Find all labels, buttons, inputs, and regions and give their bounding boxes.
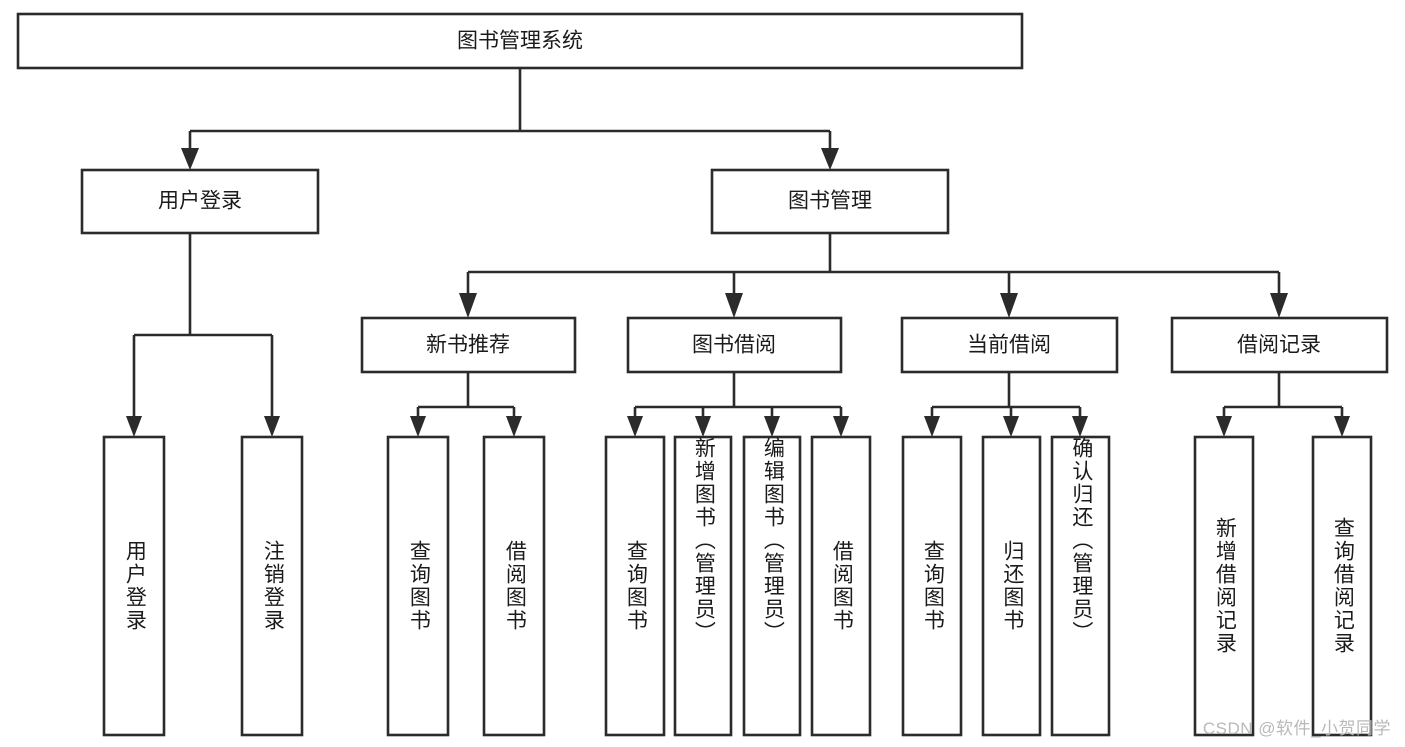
node-leaf-user-login[interactable] bbox=[102, 435, 166, 737]
node-leaf-borrowrecord-query-record[interactable] bbox=[1311, 435, 1373, 737]
node-leaf-bookborrow-borrow-book[interactable] bbox=[810, 435, 872, 737]
arrowhead-currentborrow-leaf2 bbox=[1003, 416, 1019, 437]
arrowhead-newbook bbox=[459, 293, 477, 318]
node-new-book-recommend[interactable] bbox=[360, 316, 577, 374]
node-book-management-label: 图书管理 bbox=[788, 190, 872, 213]
arrowhead-userlogin bbox=[181, 148, 199, 170]
node-leaf-currentborrow-query-book[interactable] bbox=[901, 435, 963, 737]
node-root-label: 图书管理系统 bbox=[457, 30, 583, 53]
node-root[interactable] bbox=[16, 12, 1024, 70]
arrowhead-bookborrow-leaf1 bbox=[627, 416, 643, 437]
arrowhead-leaf-user-login bbox=[126, 416, 142, 437]
arrowhead-bookborrow bbox=[725, 293, 743, 318]
node-current-borrow-label: 当前借阅 bbox=[967, 334, 1051, 357]
node-leaf-newbook-borrow-book[interactable] bbox=[482, 435, 546, 737]
node-book-management[interactable] bbox=[710, 168, 950, 235]
node-borrow-record-label: 借阅记录 bbox=[1237, 334, 1321, 357]
arrowhead-bookmgmt bbox=[821, 148, 839, 170]
node-leaf-logout[interactable] bbox=[240, 435, 304, 737]
arrowhead-bookborrow-leaf3 bbox=[764, 416, 780, 437]
arrowhead-currentborrow-leaf1 bbox=[924, 416, 940, 437]
node-leaf-currentborrow-confirm-return[interactable] bbox=[1050, 435, 1111, 737]
node-book-borrow-label: 图书借阅 bbox=[692, 334, 776, 357]
arrowhead-bookborrow-leaf2 bbox=[695, 416, 711, 437]
node-new-book-recommend-label: 新书推荐 bbox=[426, 334, 510, 357]
arrowhead-currentborrow-leaf3 bbox=[1072, 416, 1088, 437]
csdn-watermark: CSDN @软件_小贺同学 bbox=[1202, 719, 1391, 738]
arrowhead-bookborrow-leaf4 bbox=[833, 416, 849, 437]
node-leaf-currentborrow-return-book[interactable] bbox=[981, 435, 1042, 737]
node-leaf-bookborrow-edit-book[interactable] bbox=[742, 435, 802, 737]
arrowhead-currentborrow bbox=[1000, 293, 1018, 318]
arrowhead-borrowrecord-leaf2 bbox=[1334, 416, 1350, 437]
node-leaf-newbook-query-book[interactable] bbox=[386, 435, 450, 737]
node-user-login[interactable] bbox=[80, 168, 320, 235]
node-borrow-record[interactable] bbox=[1170, 316, 1389, 374]
connector-group bbox=[126, 68, 1350, 437]
node-leaf-bookborrow-query-book[interactable] bbox=[604, 435, 666, 737]
arrowhead-borrowrecord-leaf1 bbox=[1216, 416, 1232, 437]
arrowhead-leaf-logout bbox=[264, 416, 280, 437]
node-leaf-bookborrow-add-book[interactable] bbox=[673, 435, 733, 737]
node-book-borrow[interactable] bbox=[626, 316, 843, 374]
arrowhead-newbook-leaf2 bbox=[506, 416, 522, 437]
node-leaf-borrowrecord-add-record[interactable] bbox=[1193, 435, 1255, 737]
node-user-login-label: 用户登录 bbox=[158, 190, 242, 213]
arrowhead-newbook-leaf1 bbox=[410, 416, 426, 437]
arrowhead-borrowrecord bbox=[1270, 293, 1288, 318]
node-current-borrow[interactable] bbox=[900, 316, 1119, 374]
